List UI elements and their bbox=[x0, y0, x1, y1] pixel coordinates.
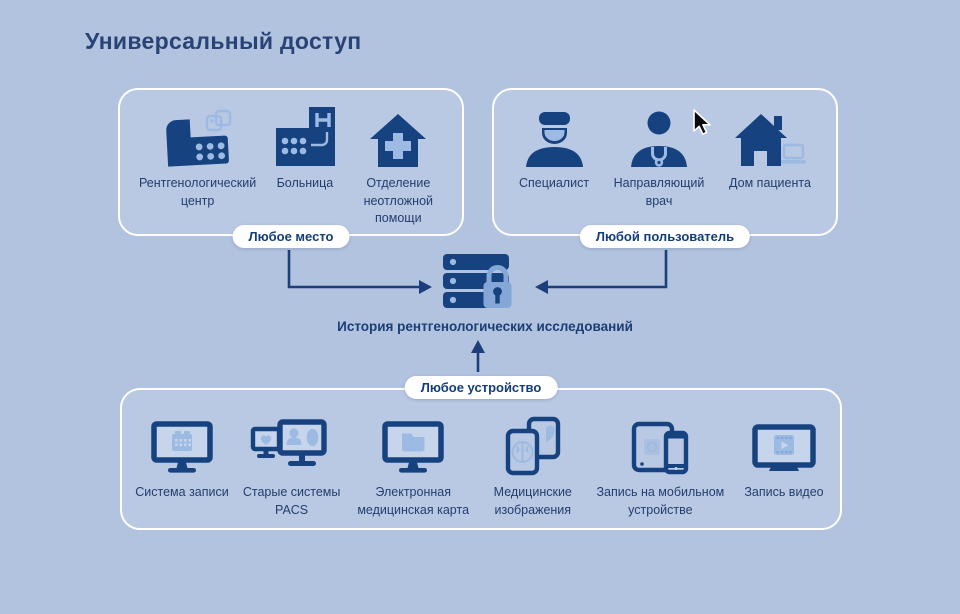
item-label: Медицинские изображения bbox=[493, 485, 572, 517]
item-referring-doctor: Направляющий врач bbox=[601, 102, 717, 210]
places-items: Рентгенологический центр Больн bbox=[120, 90, 462, 234]
emergency-department-icon bbox=[370, 114, 427, 167]
badge-any-user: Любой пользователь bbox=[579, 225, 751, 248]
item-label: Дом пациента bbox=[729, 176, 811, 190]
group-box-places: Рентгенологический центр Больн bbox=[118, 88, 464, 248]
item-label: Отделение неотложной помощи bbox=[363, 176, 434, 225]
mobile-recording-iconwrap bbox=[630, 418, 690, 476]
referring-doctor-iconwrap bbox=[629, 102, 689, 168]
hospital-icon bbox=[275, 107, 335, 166]
item-recording-system: Система записи bbox=[132, 418, 232, 502]
users-items: Специалист Направляющий врач bbox=[494, 90, 836, 234]
item-label: Система записи bbox=[135, 485, 229, 499]
item-mobile-recording: Запись на мобильном устройстве bbox=[590, 418, 730, 519]
mouse-cursor-icon bbox=[693, 109, 711, 135]
item-label: Старые системы PACS bbox=[242, 485, 341, 517]
medical-images-icon bbox=[505, 416, 560, 476]
radiology-center-icon bbox=[165, 109, 231, 167]
group-box-devices: Любое устройство bbox=[120, 376, 842, 530]
item-video-recording: Запись видео bbox=[738, 418, 830, 502]
item-label: Электронная медицинская карта bbox=[357, 485, 470, 517]
arrowhead-right-icon bbox=[419, 280, 432, 294]
recording-system-icon bbox=[151, 421, 213, 473]
hub-server bbox=[439, 252, 517, 319]
item-specialist: Специалист bbox=[508, 102, 600, 193]
patient-home-icon bbox=[735, 114, 806, 166]
arrowhead-left-icon bbox=[535, 280, 548, 294]
specialist-iconwrap bbox=[524, 102, 584, 168]
item-radiology-center: Рентгенологический центр bbox=[134, 102, 261, 210]
secure-server-icon bbox=[443, 254, 512, 308]
item-label: Запись видео bbox=[744, 485, 824, 499]
item-legacy-pacs: Старые системы PACS bbox=[240, 418, 344, 519]
connector-users-to-hub bbox=[547, 250, 668, 289]
group-box-users: Специалист Направляющий врач bbox=[492, 88, 838, 248]
item-label: Запись на мобильном устройстве bbox=[596, 485, 725, 517]
badge-any-place: Любое место bbox=[232, 225, 350, 248]
page-title: Универсальный доступ bbox=[85, 28, 362, 54]
emergency-iconwrap bbox=[369, 102, 427, 168]
item-emergency-department: Отделение неотложной помощи bbox=[349, 102, 448, 228]
badge-any-device: Любое устройство bbox=[404, 376, 558, 399]
connector-places-to-hub bbox=[287, 250, 420, 289]
medical-images-iconwrap bbox=[502, 416, 564, 476]
item-label: Направляющий врач bbox=[613, 176, 705, 208]
item-patient-home: Дом пациента bbox=[718, 102, 822, 193]
arrowhead-up-icon bbox=[471, 340, 485, 353]
emr-iconwrap bbox=[379, 418, 447, 476]
item-emr: Электронная медицинская карта bbox=[351, 418, 475, 519]
devices-items: Система записи bbox=[122, 390, 840, 528]
video-recording-icon bbox=[752, 424, 816, 471]
item-label: Специалист bbox=[518, 176, 590, 190]
specialist-icon bbox=[526, 112, 583, 167]
lock-icon bbox=[483, 265, 512, 308]
emr-icon bbox=[382, 421, 444, 473]
legacy-pacs-icon bbox=[250, 419, 327, 466]
hospital-iconwrap bbox=[273, 102, 337, 168]
referring-doctor-icon bbox=[631, 111, 687, 167]
item-hospital: Больница bbox=[261, 102, 348, 193]
legacy-pacs-iconwrap bbox=[249, 418, 335, 476]
video-recording-iconwrap bbox=[750, 418, 818, 476]
mobile-recording-icon bbox=[632, 421, 689, 475]
recording-system-iconwrap bbox=[148, 418, 216, 476]
item-medical-images: Медицинские изображения bbox=[483, 416, 583, 519]
radiology-center-iconwrap bbox=[160, 102, 236, 168]
patient-home-iconwrap bbox=[734, 102, 806, 168]
item-label: Рентгенологический центр bbox=[138, 176, 257, 208]
item-label: Больница bbox=[276, 176, 334, 190]
hub-label: История рентгенологических исследований bbox=[337, 319, 633, 334]
